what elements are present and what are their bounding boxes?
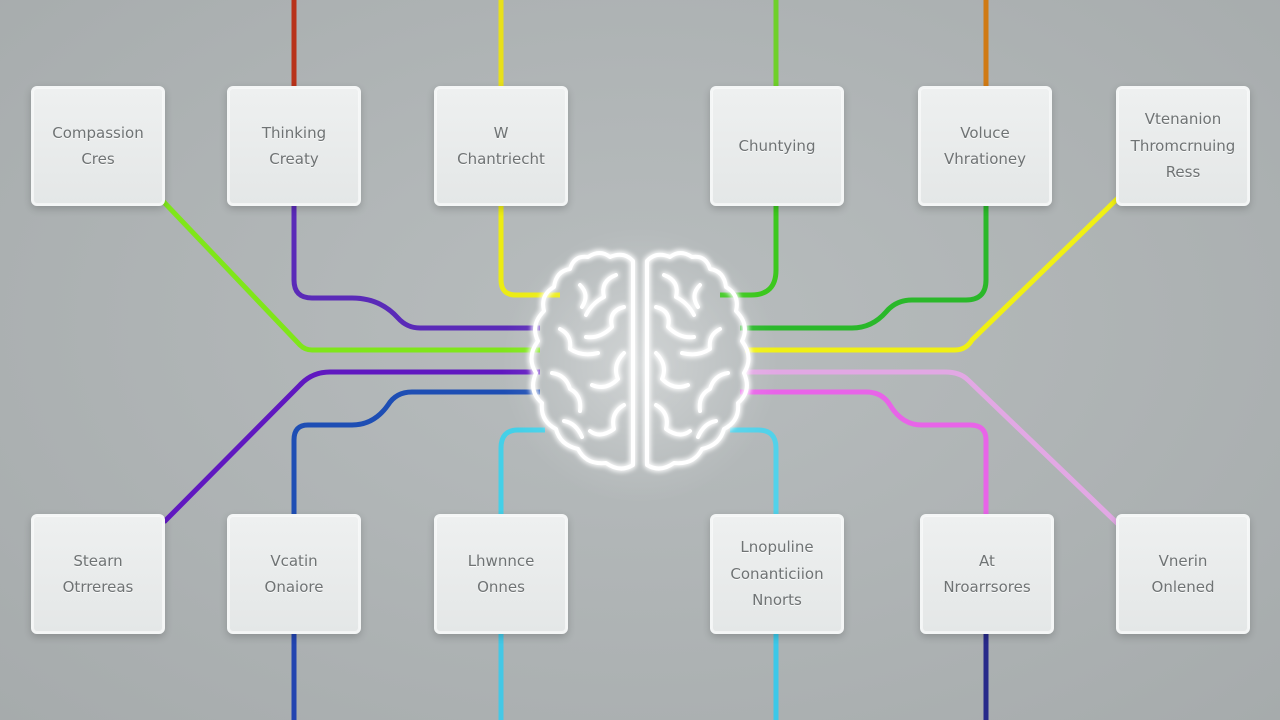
connector-top-2-brain	[291, 205, 540, 331]
concept-box-text: Compassion Cres	[52, 123, 144, 168]
concept-box-text: Voluce Vhrationey	[944, 123, 1026, 168]
concept-box-bot-6[interactable]: Vnerin Onlened	[1116, 514, 1250, 634]
concept-box-top-5[interactable]: Voluce Vhrationey	[918, 86, 1052, 206]
concept-label-line: Onnes	[477, 578, 525, 596]
concept-box-top-6[interactable]: Vtenanion Thromcrnuing Ress	[1116, 86, 1250, 206]
concept-label-line: Lnopuline	[740, 538, 814, 557]
concept-box-text: Vtenanion Thromcrnuing Ress	[1131, 111, 1236, 181]
concept-label-line: At	[979, 551, 995, 570]
concept-label-line: Conanticiion	[730, 564, 824, 583]
concept-box-top-4[interactable]: Chuntying	[710, 86, 844, 206]
concept-box-bot-2[interactable]: Vcatin Onaiore	[227, 514, 361, 634]
concept-label-line: Nnorts	[752, 591, 802, 610]
concept-box-text: Vcatin Onaiore	[264, 551, 324, 596]
connector-bot-3-brain	[498, 427, 545, 520]
concept-label-line: Vtenanion	[1144, 110, 1222, 129]
connector-top-6-brain	[745, 196, 1120, 353]
concept-label-line: Onlened	[1151, 578, 1215, 596]
concept-label-line: Voluce	[960, 123, 1010, 142]
connector-bot-1-brain	[162, 369, 540, 524]
concept-box-text: Chuntying	[739, 138, 816, 155]
concept-box-text: At Nroarrsores	[943, 551, 1031, 596]
concept-label-line: Nroarrsores	[943, 578, 1031, 596]
concept-label-line: Vnerin	[1158, 551, 1208, 570]
connector-bot-2-brain	[291, 389, 540, 520]
connector-top-5-brain	[740, 205, 989, 331]
concept-label-line: Stearn	[73, 551, 123, 570]
concept-box-text: Vnerin Onlened	[1151, 551, 1215, 596]
concept-label-line: Onaiore	[264, 578, 324, 596]
concept-label-line: Chuntying	[738, 136, 816, 155]
concept-box-bot-1[interactable]: Stearn Otrrereas	[31, 514, 165, 634]
connector-bot-4-brain	[730, 427, 779, 520]
concept-label-line: Creaty	[269, 150, 319, 168]
concept-box-bot-4[interactable]: Lnopuline Conanticiion Nnorts	[710, 514, 844, 634]
connector-top-3-brain	[498, 205, 560, 298]
concept-box-bot-3[interactable]: Lhwnnce Onnes	[434, 514, 568, 634]
connector-bot-6-brain	[745, 369, 1120, 526]
concept-label-line: W	[493, 123, 509, 142]
concept-label-line: Otrrereas	[62, 578, 134, 596]
concept-label-line: Vhrationey	[944, 150, 1026, 168]
concept-label-line: Ress	[1165, 163, 1201, 182]
concept-label-line: Thinking	[261, 123, 327, 142]
concept-label-line: Chantriecht	[457, 150, 545, 168]
concept-box-top-2[interactable]: Thinking Creaty	[227, 86, 361, 206]
brain-outline	[529, 251, 751, 471]
concept-box-text: Stearn Otrrereas	[62, 551, 134, 596]
connector-top-4-brain	[720, 205, 779, 298]
concept-box-text: Lhwnnce Onnes	[467, 551, 535, 596]
concept-box-top-3[interactable]: W Chantriecht	[434, 86, 568, 206]
concept-label-line: Cres	[81, 150, 115, 168]
concept-label-line: Compassion	[52, 123, 144, 142]
concept-box-text: Lnopuline Conanticiion Nnorts	[730, 539, 823, 609]
connector-bot-5-brain	[740, 389, 989, 520]
brain-icon	[529, 251, 751, 471]
concept-label-line: Thromcrnuing	[1130, 136, 1236, 155]
connector-top-1-brain	[158, 196, 540, 353]
concept-label-line: Vcatin	[270, 551, 318, 570]
concept-box-text: Thinking Creaty	[261, 123, 327, 168]
concept-box-top-1[interactable]: Compassion Cres	[31, 86, 165, 206]
concept-box-bot-5[interactable]: At Nroarrsores	[920, 514, 1054, 634]
concept-label-line: Lhwnnce	[467, 551, 535, 570]
concept-box-text: W Chantriecht	[457, 123, 545, 168]
